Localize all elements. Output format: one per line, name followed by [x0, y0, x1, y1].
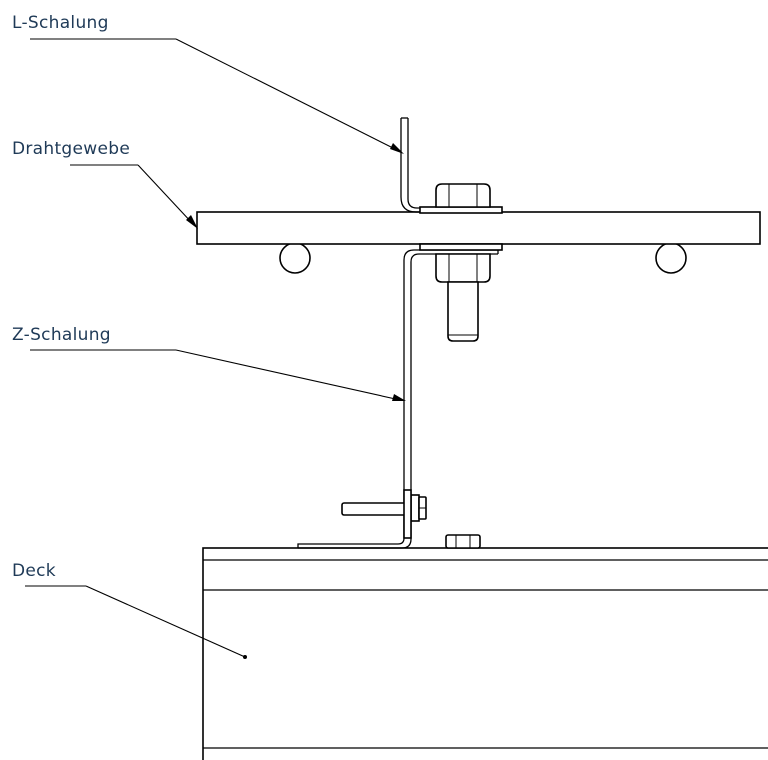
leader-l-schalung	[30, 38, 404, 154]
leader-drahtgewebe	[70, 164, 198, 229]
leader-z-schalung	[30, 349, 406, 401]
leader-deck	[25, 585, 247, 659]
label-drahtgewebe: Drahtgewebe	[12, 139, 130, 159]
label-deck: Deck	[12, 561, 56, 581]
label-l-schalung: L-Schalung	[12, 13, 109, 33]
z-clip-bolt	[341, 489, 427, 539]
top-bolt	[419, 183, 503, 342]
l-schalung	[400, 117, 420, 213]
deck-nut	[445, 534, 481, 549]
deck	[202, 547, 768, 760]
label-z-schalung: Z-Schalung	[12, 325, 111, 345]
